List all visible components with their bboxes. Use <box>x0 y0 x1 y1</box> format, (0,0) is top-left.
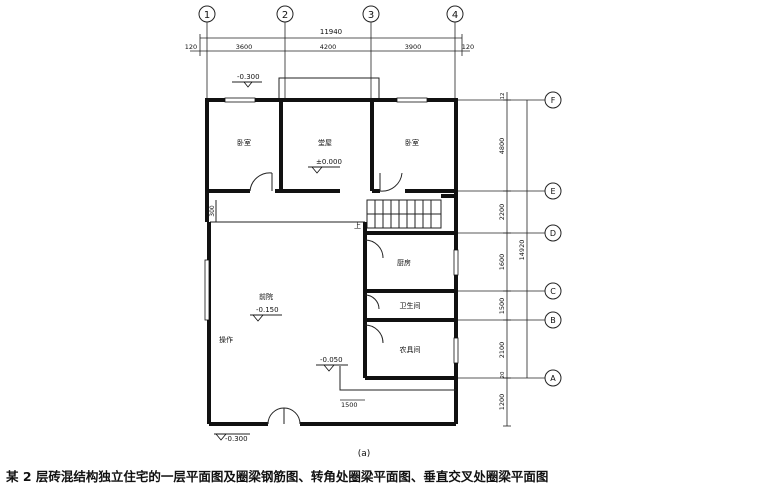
stair-mark: 上 <box>354 221 361 230</box>
dim-4800: 4800 <box>498 138 506 155</box>
dim-3600: 3600 <box>236 43 253 51</box>
room-living: 堂屋 <box>318 138 332 147</box>
dim-step-width: 1500 <box>341 401 358 409</box>
dim-120-right: 120 <box>462 43 474 51</box>
level-step: -0.050 <box>320 356 343 364</box>
axis-1-label: 1 <box>204 10 210 21</box>
axis-D-label: D <box>550 229 556 238</box>
dim-left-300: 300 <box>209 205 216 217</box>
axis-2-label: 2 <box>282 10 288 21</box>
dim-4200: 4200 <box>320 43 337 51</box>
doors <box>249 172 403 425</box>
dim-2200: 2200 <box>498 204 506 221</box>
level-bottom-left: -0.300 <box>225 435 248 443</box>
room-counter: 操作 <box>219 335 233 344</box>
level-top-left: -0.300 <box>237 73 260 81</box>
axis-B-label: B <box>550 316 556 325</box>
dim-small-bottom: 20 <box>500 371 506 378</box>
dim-3900: 3900 <box>405 43 422 51</box>
misc-annotations: 1500 300 上 <box>209 205 365 409</box>
window-marks <box>204 97 459 364</box>
room-kitchen: 厨房 <box>397 258 411 267</box>
dim-2100: 2100 <box>498 342 506 359</box>
top-dimensions: 11940 120 3600 4200 3900 120 <box>185 28 474 56</box>
right-axis-markers: F E D C B A <box>455 91 562 387</box>
dim-1200: 1200 <box>498 394 506 411</box>
dim-1500: 1500 <box>498 298 506 315</box>
axis-E-label: E <box>550 187 555 196</box>
dim-1600: 1600 <box>498 254 506 271</box>
overall-width-dim: 11940 <box>320 28 342 36</box>
room-bathroom: 卫生间 <box>400 301 421 310</box>
level-hall: -0.150 <box>256 306 279 314</box>
level-marks: -0.300 ±0.000 -0.150 -0.050 -0.300 <box>214 73 348 443</box>
axis-C-label: C <box>550 287 556 296</box>
top-axis-markers: 1 2 3 4 <box>198 5 464 100</box>
stair-treads <box>367 200 441 228</box>
level-living: ±0.000 <box>316 158 342 166</box>
dim-120-left: 120 <box>185 43 197 51</box>
dim-14920: 14920 <box>518 240 526 261</box>
room-bedroom-right: 卧室 <box>405 138 419 147</box>
axis-F-label: F <box>551 96 556 105</box>
figure-caption: 某 2 层砖混结构独立住宅的一层平面图及圈梁钢筋图、转角处圈梁平面图、垂直交叉处… <box>6 469 549 484</box>
right-dimensions: 4800 2200 1600 1500 2100 1200 14920 12 2… <box>498 92 528 427</box>
room-storage: 农具间 <box>400 345 421 354</box>
figure-label: (a) <box>358 449 371 459</box>
room-hall: 前院 <box>259 292 273 301</box>
room-bedroom-left: 卧室 <box>237 138 251 147</box>
building-walls <box>205 77 458 426</box>
axis-3-label: 3 <box>368 10 374 21</box>
axis-A-label: A <box>550 374 556 383</box>
dim-small-top: 12 <box>500 93 506 100</box>
room-labels: 卧室 堂屋 卧室 厨房 卫生间 农具间 前院 操作 <box>219 138 421 354</box>
axis-4-label: 4 <box>452 10 458 21</box>
